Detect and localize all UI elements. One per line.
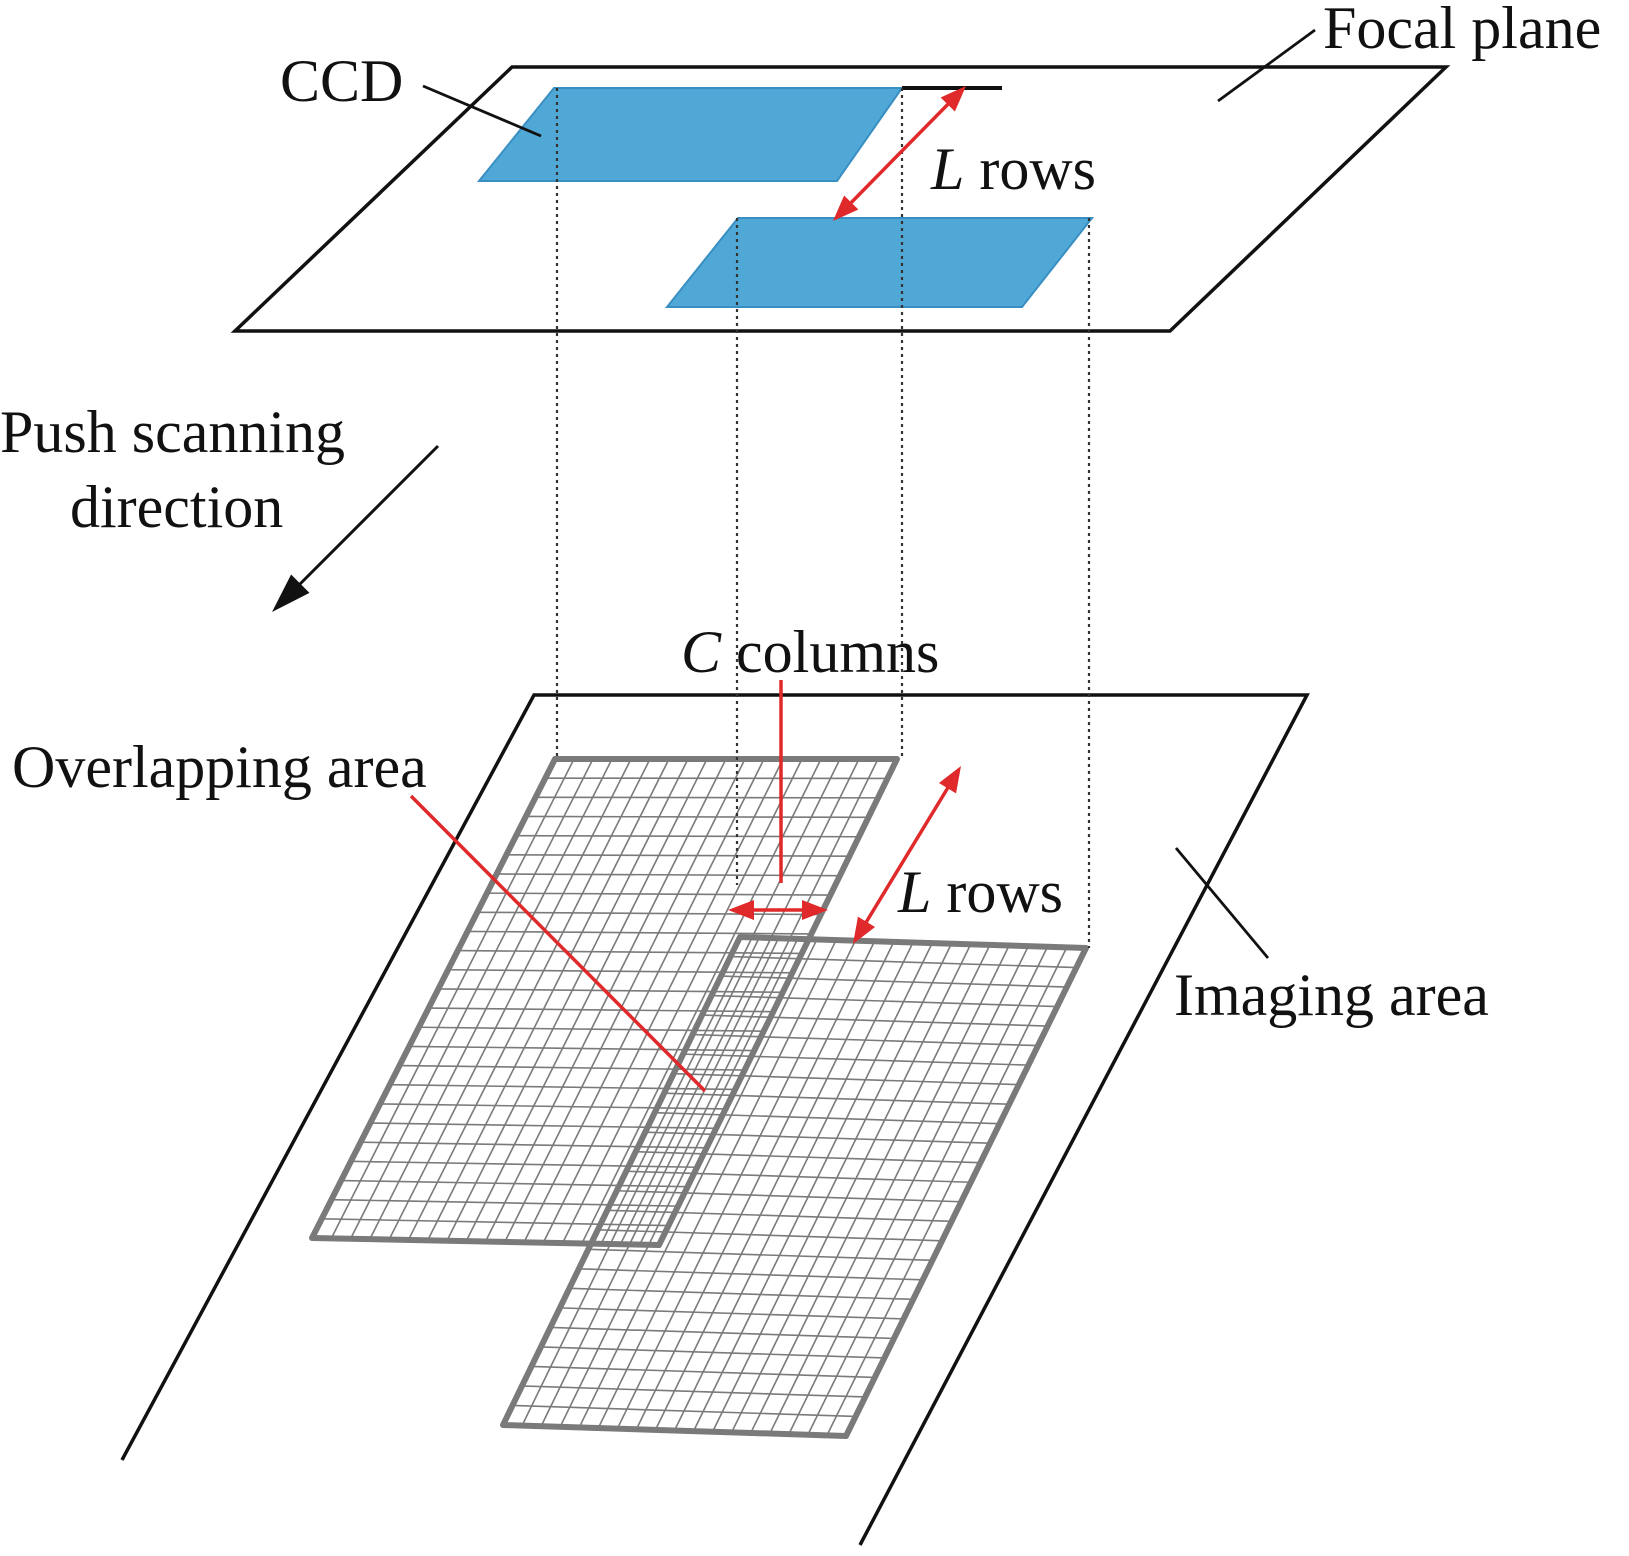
grid-lower-right-row-line xyxy=(550,1327,894,1338)
grid-upper-left-column-line xyxy=(563,759,802,1243)
grid-upper-left-row-line xyxy=(487,893,830,895)
push-direction-label-line2: direction xyxy=(70,474,283,540)
grid-lower-right-row-line xyxy=(655,1113,1000,1124)
grid-upper-left-column-line xyxy=(640,759,878,1245)
grid-lower-right-row-line xyxy=(693,1035,1038,1046)
grid-lower-right-row-line xyxy=(588,1249,932,1260)
grid-upper-left-column-line xyxy=(351,759,593,1239)
grid-upper-left-row-line xyxy=(331,1200,678,1206)
grid-lower-right-row-line xyxy=(531,1366,874,1377)
focal-plane-label: Focal plane xyxy=(1323,0,1601,61)
top-rows-word: rows xyxy=(964,136,1096,202)
grid-lower-right-row-line xyxy=(512,1405,855,1416)
grid-lower-right-row-line xyxy=(731,957,1077,968)
grid-upper-left-column-line xyxy=(370,759,612,1239)
grid-lower-right-row-line xyxy=(626,1171,971,1182)
columns-arrowhead-left xyxy=(728,900,754,920)
grid-upper-left-row-line xyxy=(361,1142,707,1148)
grid-upper-left-row-line xyxy=(341,1181,687,1187)
grid-lower-right-row-line xyxy=(702,1015,1048,1026)
grid-upper-left-row-line xyxy=(526,816,869,817)
grid-upper-left-row-line xyxy=(351,1161,697,1167)
grid-upper-left-row-line xyxy=(506,855,849,856)
footprint-grid-upper-left xyxy=(312,759,897,1245)
grid-upper-left-column-line xyxy=(543,759,783,1243)
push-direction-arrow xyxy=(290,446,438,594)
bottom-rows-variable: L xyxy=(897,859,931,925)
columns-variable: C xyxy=(681,619,722,685)
grid-upper-left-column-line xyxy=(466,759,707,1241)
grid-upper-left-column-line xyxy=(447,759,688,1241)
grid-lower-right-row-line xyxy=(569,1288,913,1299)
grid-lower-right-row-line xyxy=(579,1269,923,1280)
grid-lower-right-row-line xyxy=(664,1093,1009,1104)
grid-upper-left-column-line xyxy=(428,759,669,1240)
ccd-sensor-right xyxy=(667,218,1092,307)
imaging-area-label: Imaging area xyxy=(1174,962,1489,1028)
bottom-rows-arrowhead-up xyxy=(939,766,961,793)
grid-lower-right-row-line xyxy=(712,996,1058,1007)
grid-lower-right-row-line xyxy=(674,1074,1019,1085)
bottom-rows-word: rows xyxy=(931,859,1063,925)
grid-upper-left-row-line xyxy=(322,1219,669,1226)
top-rows-label: L rows xyxy=(930,136,1096,202)
grid-upper-left-column-line xyxy=(331,759,574,1238)
grid-lower-right-row-line xyxy=(607,1210,951,1221)
grid-lower-right-row-line xyxy=(683,1054,1028,1065)
columns-word: columns xyxy=(721,619,939,685)
grid-lower-right-row-line xyxy=(636,1152,981,1163)
grid-upper-left-column-line xyxy=(389,759,631,1240)
grid-upper-left-row-line xyxy=(536,797,878,798)
grid-upper-left-row-line xyxy=(497,874,840,876)
top-rows-variable: L xyxy=(930,136,964,202)
bottom-rows-label: L rows xyxy=(897,859,1063,925)
grid-lower-right-row-line xyxy=(617,1191,961,1202)
overlapping-area-label: Overlapping area xyxy=(12,734,427,800)
grid-lower-right-row-line xyxy=(560,1308,904,1319)
columns-label: C columns xyxy=(681,619,939,685)
grid-lower-right-row-line xyxy=(522,1386,865,1397)
grid-lower-right-row-line xyxy=(541,1347,884,1358)
grid-lower-right-row-line xyxy=(645,1132,990,1143)
grid-lower-right-row-line xyxy=(721,976,1067,987)
grid-upper-left-row-line xyxy=(516,836,859,837)
imaging-area-leader-line xyxy=(1176,848,1268,958)
imaging-area-outline xyxy=(122,695,1307,1545)
grid-upper-left-row-line xyxy=(370,1123,716,1128)
grid-lower-right-row-line xyxy=(598,1230,942,1241)
ccd-sensor-left xyxy=(479,88,902,181)
ccd-label: CCD xyxy=(280,48,403,114)
push-direction-label-line1: Push scanning xyxy=(0,399,345,465)
